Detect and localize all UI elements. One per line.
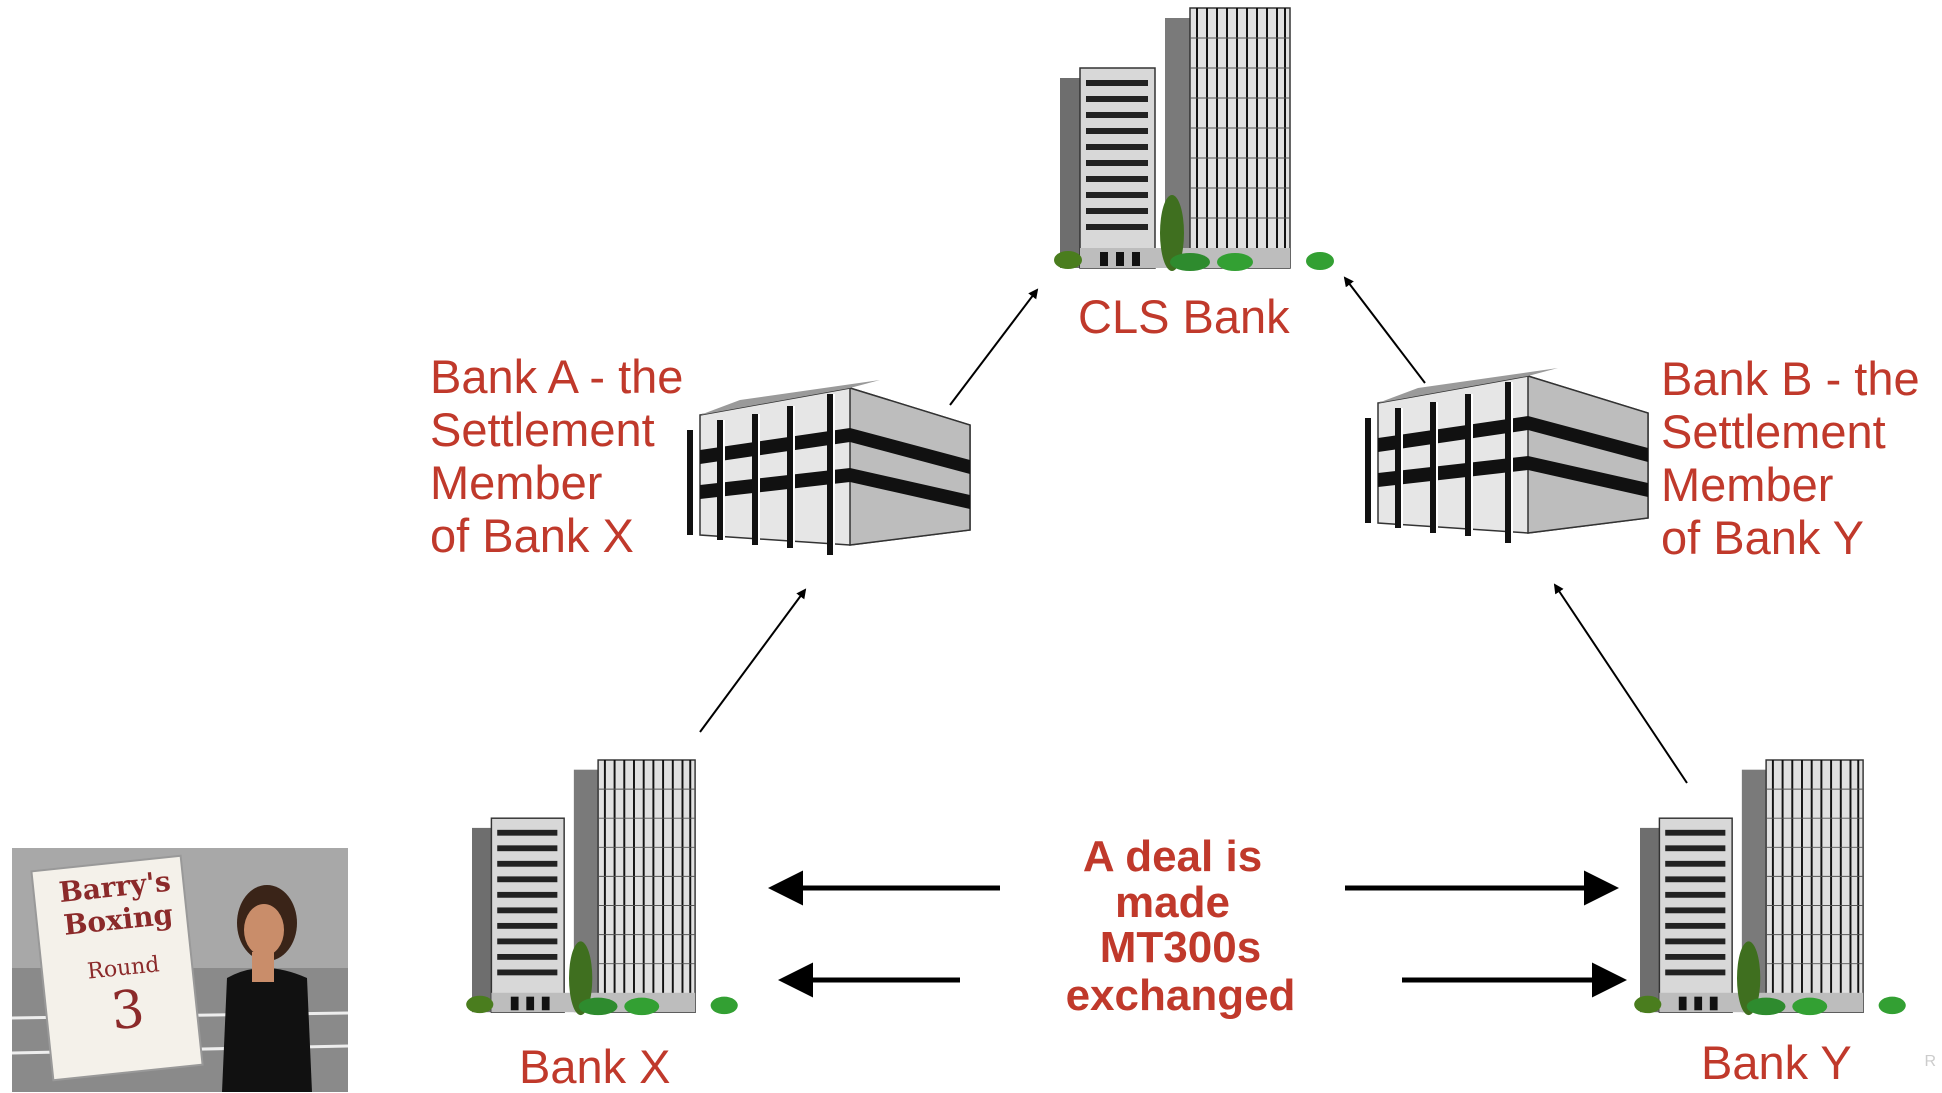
- mt300-exchanged-text: MT300s exchanged: [1048, 924, 1313, 1019]
- mt300-line: exchanged: [1065, 970, 1296, 1020]
- bank-b-label-line: Member: [1661, 458, 1834, 512]
- mt300-line: MT300s: [1099, 923, 1262, 972]
- bank-a-label-line: Bank A - the: [430, 350, 684, 403]
- cls-bank-building: [1053, 7, 1335, 272]
- arrow-bank-x-to-bank-a: [699, 588, 807, 733]
- arrow-bank-b-to-cls: [1343, 276, 1426, 384]
- bank-b-label-line: of Bank Y: [1661, 511, 1864, 565]
- bank-b-label-line: Settlement: [1661, 405, 1886, 459]
- bank-x-label: Bank X: [519, 1040, 671, 1093]
- round-card-photo: Barry's Boxing Round 3: [12, 848, 348, 1092]
- footer-mark: R: [1924, 1053, 1936, 1070]
- cls-bank-label: CLS Bank: [1078, 290, 1290, 343]
- bank-a-label-line: Member: [430, 456, 603, 510]
- bank-a-building: [690, 380, 970, 555]
- bank-b-label: Bank B - the Settlement Member of Bank Y: [1661, 352, 1920, 564]
- bank-b-building: [1368, 368, 1648, 543]
- sign-text: Barry's Boxing Round 3: [43, 863, 200, 1048]
- photo-image: [12, 848, 348, 1092]
- bank-a-label-line: of Bank X: [430, 509, 634, 563]
- bank-a-label-line: Settlement: [430, 403, 655, 457]
- arrow-bank-y-to-bank-b: [1553, 583, 1688, 784]
- deal-made-line: A deal is: [1082, 832, 1263, 881]
- arrow-bank-a-to-cls: [949, 288, 1039, 406]
- deal-made-text: A deal is made: [1060, 832, 1285, 928]
- bank-y-building: [1633, 759, 1907, 1017]
- bank-x-building: [465, 759, 739, 1017]
- bank-b-label-line: Bank B - the: [1661, 352, 1920, 405]
- bank-y-label: Bank Y: [1701, 1036, 1852, 1089]
- bank-a-label: Bank A - the Settlement Member of Bank X: [430, 350, 683, 562]
- deal-made-line: made: [1115, 878, 1230, 928]
